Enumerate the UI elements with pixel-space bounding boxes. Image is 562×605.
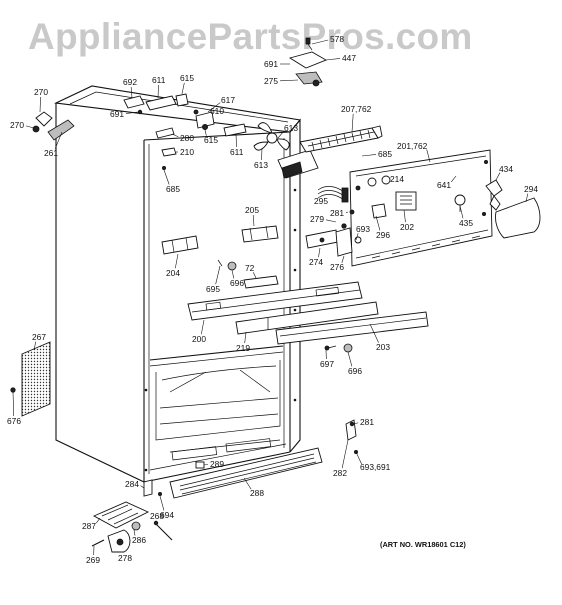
callout-c641: 641 [437,180,451,190]
callout-c685b: 685 [166,184,180,194]
callout-c270b: 270 [10,120,24,130]
callout-c274: 274 [309,257,323,267]
callout-c275: 275 [264,76,278,86]
callout-c286: 286 [132,535,146,545]
callout-c289: 289 [210,459,224,469]
callout-c269: 269 [86,555,100,565]
callout-c204: 204 [166,268,180,278]
callout-c693a: 693 [356,224,370,234]
callout-c205: 205 [245,205,259,215]
callout-c287: 287 [82,521,96,531]
callout-c267: 267 [32,332,46,342]
callout-c261: 261 [44,148,58,158]
callout-c615a: 615 [180,73,194,83]
callout-c202: 202 [400,222,414,232]
callout-c676: 676 [7,416,21,426]
callout-c270a: 270 [34,87,48,97]
callout-c691b: 691 [110,109,124,119]
callout-c610: 610 [210,106,224,116]
callout-c72: 72 [245,263,255,273]
callout-c693b: 693,691 [360,462,391,472]
callout-c696b: 696 [348,366,362,376]
callout-c219: 219 [236,343,250,353]
callout-c278: 278 [118,553,132,563]
callout-c692: 692 [123,77,137,87]
callout-c214: 214 [390,174,404,184]
callout-c201: 201,762 [397,141,428,151]
callout-c578: 578 [330,34,344,44]
callout-c613a: 613 [284,123,298,133]
callout-c611a: 611 [152,75,166,85]
callout-c615b: 615 [204,135,218,145]
callout-c447: 447 [342,53,356,63]
callout-c210: 210 [180,147,194,157]
callout-c200: 200 [192,334,206,344]
callout-c435: 435 [459,218,473,228]
callout-c282: 282 [333,468,347,478]
callout-c617: 617 [221,95,235,105]
callout-c207: 207,762 [341,104,372,114]
callout-c294: 294 [524,184,538,194]
callout-c288: 288 [250,488,264,498]
callout-c281b: 281 [360,417,374,427]
callout-c279: 279 [310,214,324,224]
callout-c295: 295 [314,196,328,206]
callout-c613b: 613 [254,160,268,170]
callout-c611b: 611 [230,147,244,157]
callout-c434: 434 [499,164,513,174]
callout-c276: 276 [330,262,344,272]
art-number: (ART NO. WR18601 C12) [380,540,466,549]
callout-c296: 296 [376,230,390,240]
callout-c697: 697 [320,359,334,369]
callout-c691a: 691 [264,59,278,69]
callout-c280: 280 [180,133,194,143]
callout-c284: 284 [125,479,139,489]
callout-c281a: 281 [330,208,344,218]
callout-c203: 203 [376,342,390,352]
callout-c268: 268 [150,511,164,521]
callout-c696a: 696 [230,278,244,288]
callout-c685a: 685 [378,149,392,159]
callout-c695: 695 [206,284,220,294]
